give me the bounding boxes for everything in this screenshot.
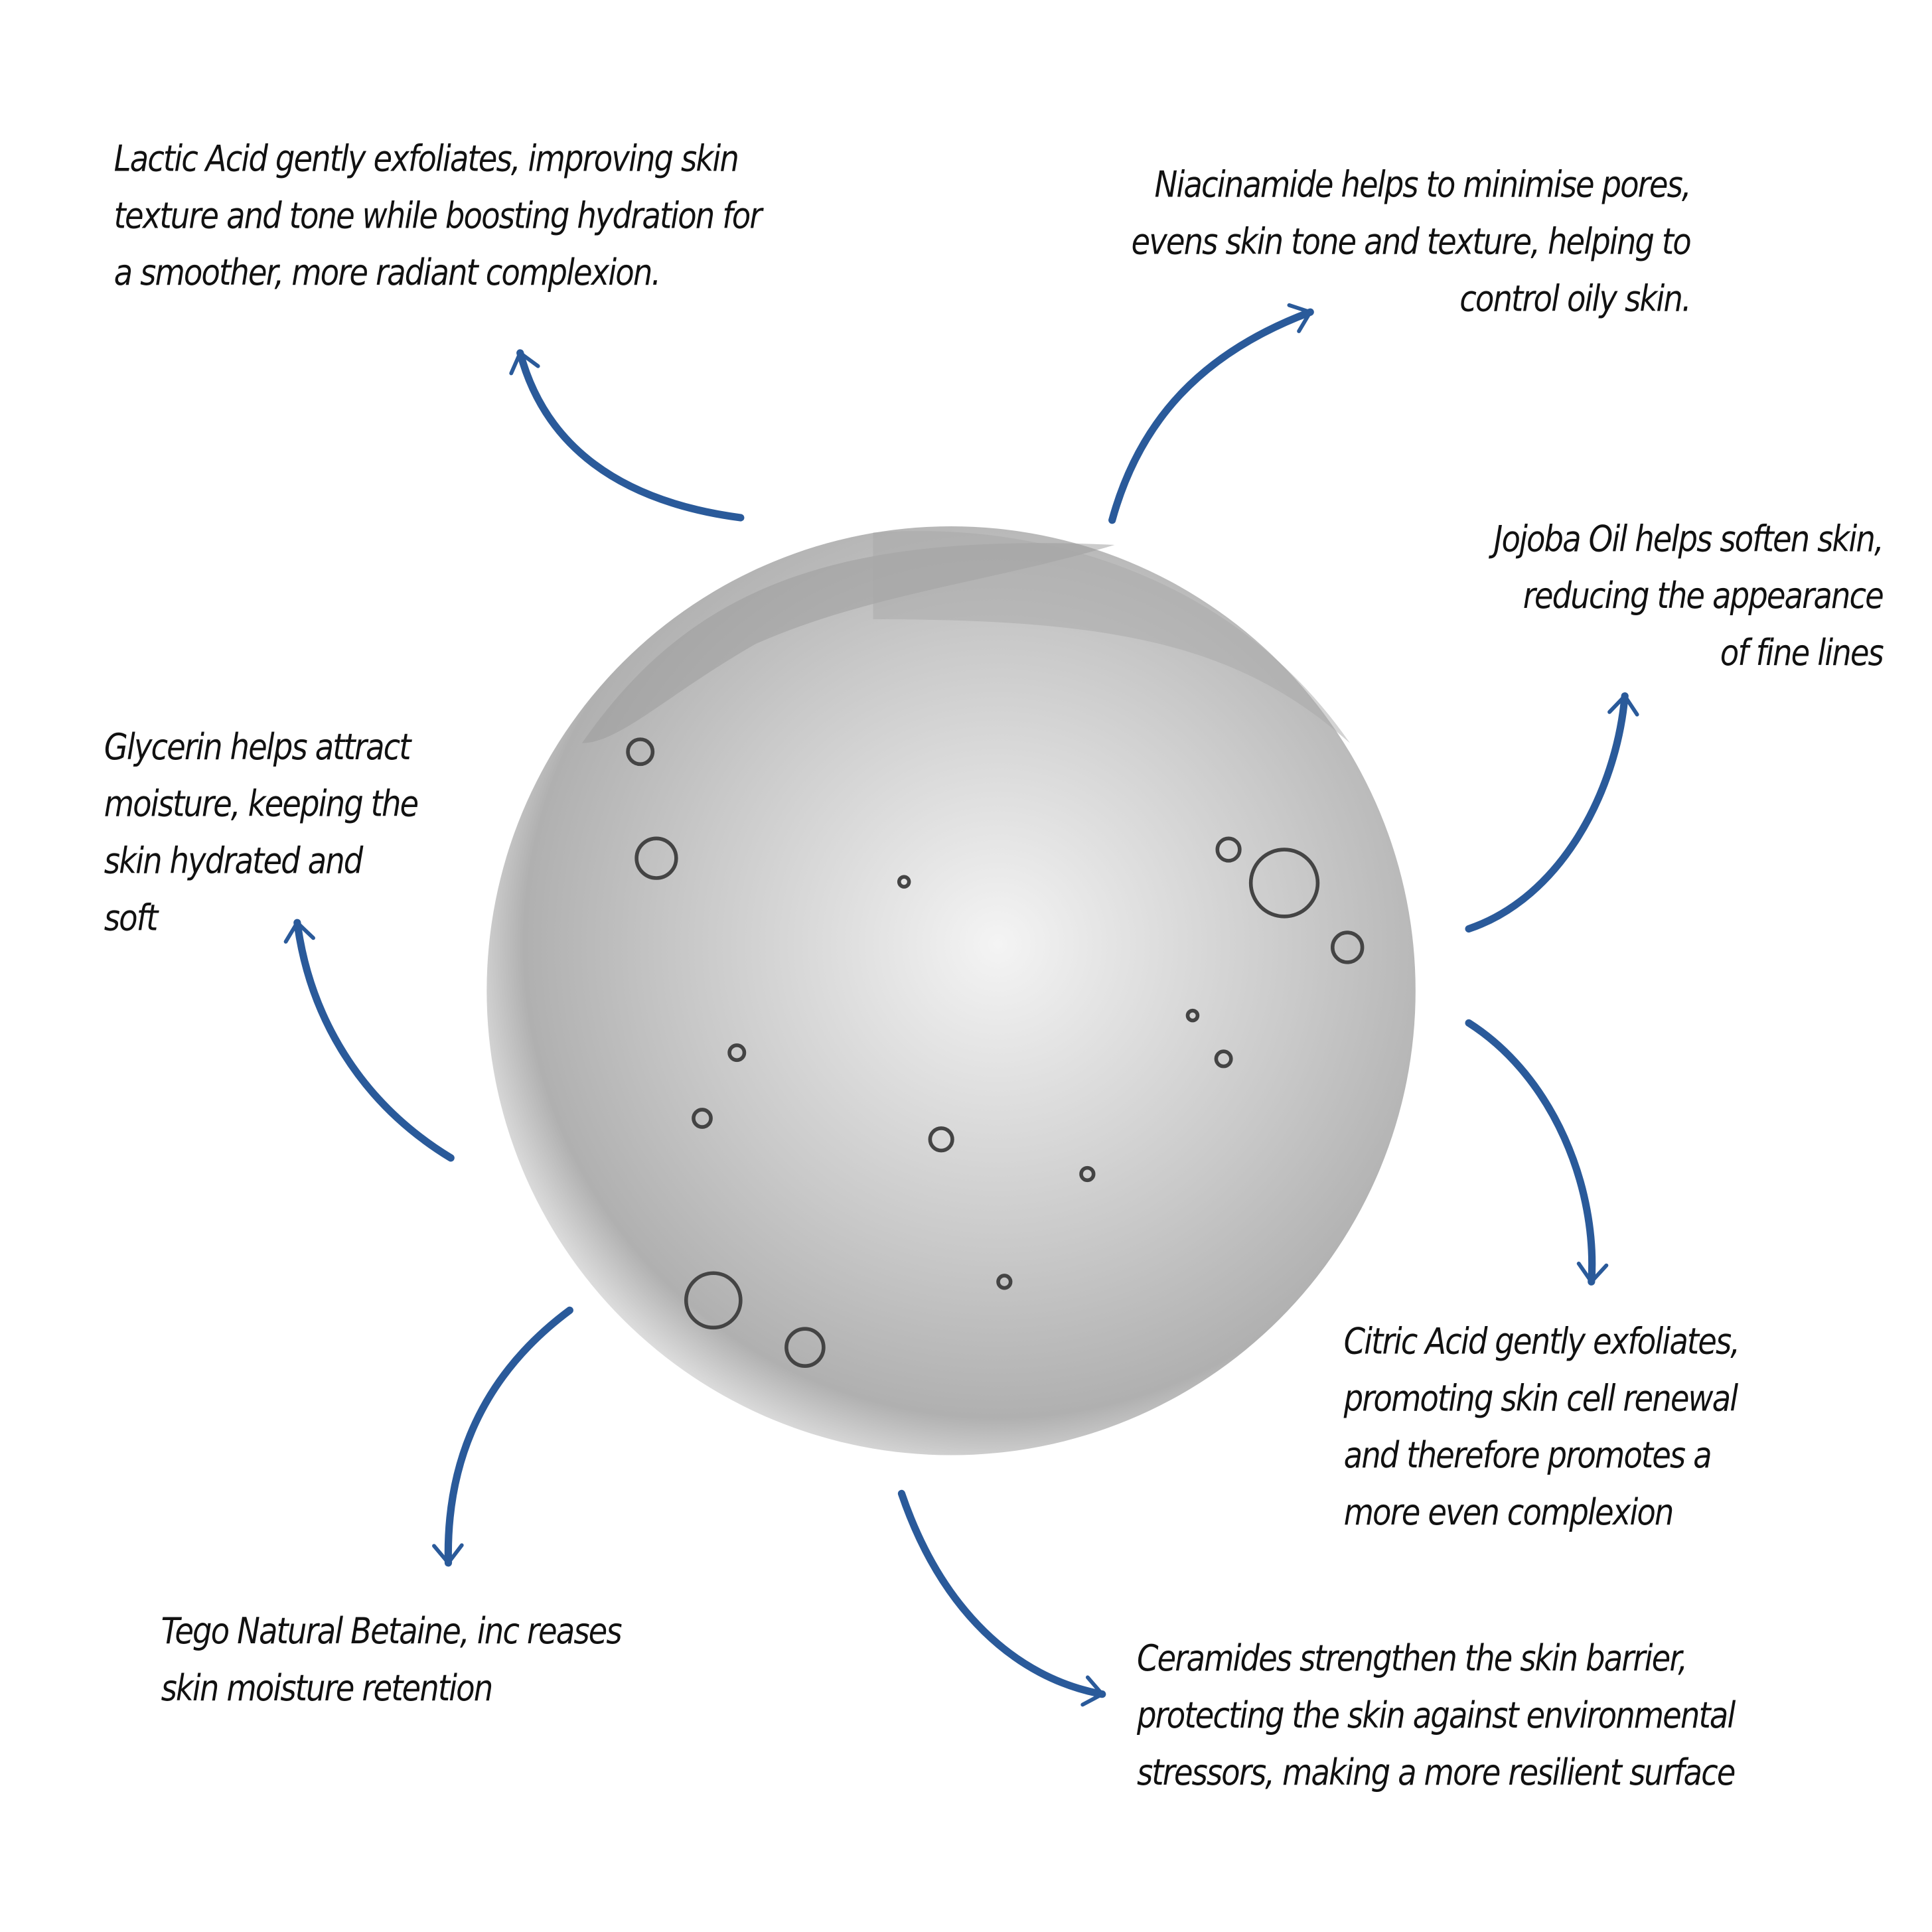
text-line: skin hydrated and — [104, 840, 364, 882]
text-line: Glycerin helps attract — [104, 725, 411, 768]
serum-droplet — [486, 526, 1416, 1455]
text-line: Citric Acid gently exfoliates, — [1343, 1320, 1740, 1363]
tego-betaine-description: Tego Natural Betaine, inc reases skin mo… — [161, 1603, 623, 1717]
arrow-ceramides — [897, 1489, 1106, 1707]
text-line: more even complexion — [1343, 1491, 1674, 1534]
text-line: evens skin tone and texture, helping to — [1131, 220, 1692, 263]
text-line: Niacinamide helps to minimise pores, — [1154, 163, 1692, 206]
text-line: stressors, making a more resilient surfa… — [1136, 1751, 1736, 1793]
arrow-citric — [1465, 1019, 1609, 1286]
jojoba-oil-description: Jojoba Oil helps soften skin, reducing t… — [1493, 510, 1884, 682]
text-line: texture and tone while boosting hydratio… — [113, 194, 763, 237]
arrow-tego — [432, 1306, 573, 1567]
text-line: and therefore promotes a — [1343, 1434, 1712, 1477]
text-line: moisture, keeping the — [104, 782, 419, 825]
arrow-lactic — [509, 349, 745, 522]
text-line: a smoother, more radiant complexion. — [113, 251, 662, 294]
arrow-niacinamide — [1108, 303, 1314, 524]
text-line: Lactic Acid gently exfoliates, improving… — [113, 137, 739, 180]
text-line: Jojoba Oil helps soften skin, — [1493, 517, 1884, 560]
text-line: control oily skin. — [1459, 277, 1692, 320]
text-line: Tego Natural Betaine, inc reases — [161, 1609, 623, 1653]
arrow-glycerin — [283, 919, 455, 1162]
lactic-acid-description: Lactic Acid gently exfoliates, improving… — [113, 130, 763, 301]
text-line: protecting the skin against environmenta… — [1136, 1694, 1736, 1737]
citric-acid-description: Citric Acid gently exfoliates, promoting… — [1344, 1313, 1740, 1540]
text-line: soft — [104, 896, 159, 939]
arrow-jojoba — [1465, 692, 1639, 933]
glycerin-description: Glycerin helps attract moisture, keeping… — [104, 718, 419, 946]
text-line: of fine lines — [1720, 631, 1884, 674]
text-line: Ceramides strengthen the skin barrier, — [1136, 1637, 1688, 1680]
text-line: reducing the appearance — [1523, 574, 1884, 617]
ceramides-description: Ceramides strengthen the skin barrier, p… — [1136, 1630, 1736, 1801]
text-line: promoting skin cell renewal — [1343, 1376, 1739, 1420]
niacinamide-description: Niacinamide helps to minimise pores, eve… — [1131, 156, 1692, 327]
text-line: skin moisture retention — [161, 1667, 494, 1710]
